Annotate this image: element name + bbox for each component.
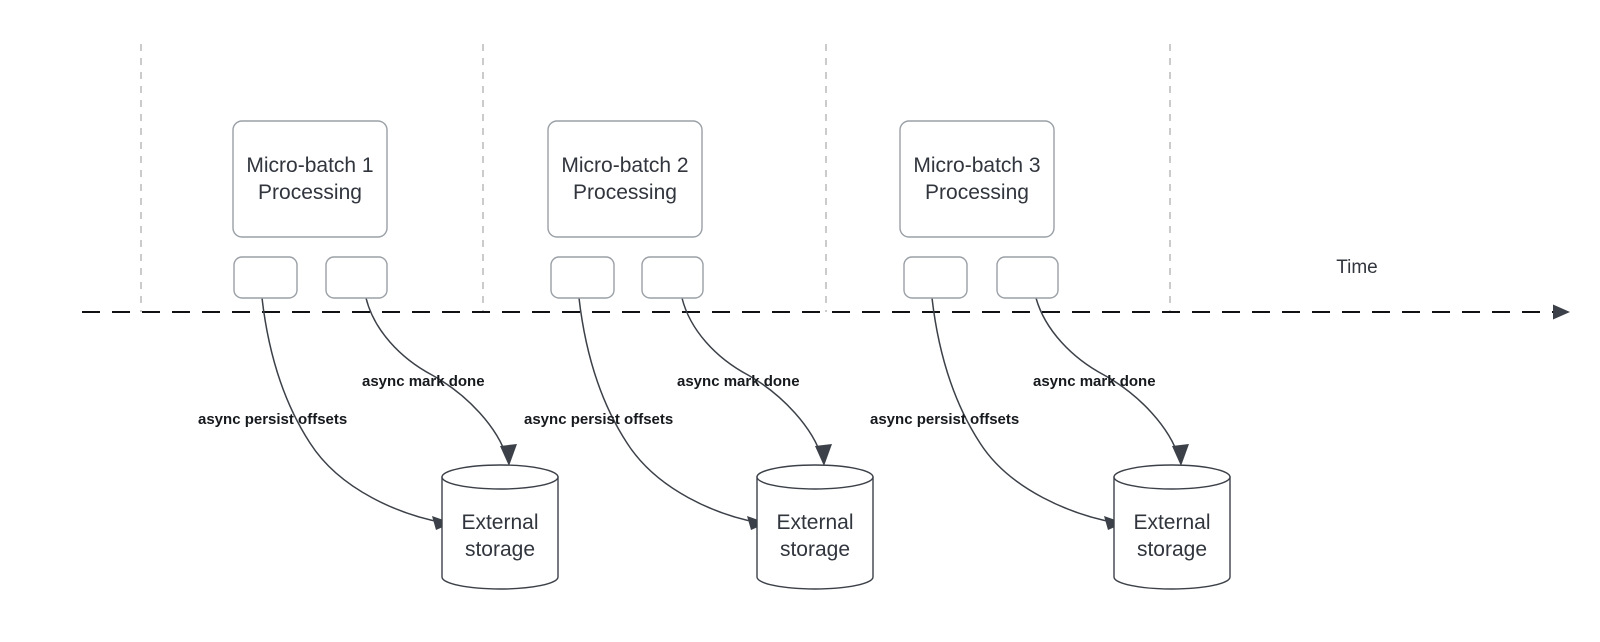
flow-edges-group bbox=[261, 297, 1189, 530]
micro-batch-label-line1: Micro-batch 2 bbox=[561, 154, 688, 177]
external-storage-cylinder[interactable] bbox=[1113, 476, 1231, 590]
async-mark-done-label: async mark done bbox=[677, 373, 800, 390]
async-mark-done-label: async mark done bbox=[1033, 373, 1156, 390]
async-persist-offsets-label: async persist offsets bbox=[870, 411, 1019, 428]
group-3-edges bbox=[931, 297, 1189, 530]
async-mark-done-arrowhead bbox=[815, 444, 832, 466]
async-persist-offsets-label: async persist offsets bbox=[198, 411, 347, 428]
external-storage-cylinder-top bbox=[756, 464, 874, 490]
external-storage-label-line2: storage bbox=[1137, 538, 1207, 561]
external-storage-cylinder[interactable] bbox=[756, 476, 874, 590]
micro-batch-box[interactable] bbox=[232, 120, 388, 238]
external-storage-label-line1: External bbox=[1133, 511, 1210, 534]
async-mark-done-curve bbox=[681, 297, 823, 459]
divider-lines-group bbox=[140, 44, 1171, 312]
time-axis-label: Time bbox=[1336, 257, 1378, 278]
mini-box-mark[interactable] bbox=[641, 256, 704, 299]
micro-batch-label-line1: Micro-batch 1 bbox=[246, 154, 373, 177]
external-storage-label-line1: External bbox=[776, 511, 853, 534]
group-1-edges bbox=[261, 297, 517, 530]
external-storage-cylinder-top bbox=[441, 464, 559, 490]
async-mark-done-arrowhead bbox=[1172, 444, 1189, 466]
mini-box-offsets[interactable] bbox=[903, 256, 968, 299]
async-persist-offsets-curve bbox=[578, 297, 761, 524]
mini-box-mark[interactable] bbox=[996, 256, 1059, 299]
async-persist-offsets-curve bbox=[261, 297, 446, 524]
micro-batch-label-line2: Processing bbox=[573, 181, 677, 204]
mini-box-offsets[interactable] bbox=[550, 256, 615, 299]
async-persist-offsets-label: async persist offsets bbox=[524, 411, 673, 428]
async-mark-done-curve bbox=[365, 297, 508, 459]
time-axis-arrowhead bbox=[1553, 304, 1570, 320]
mini-box-offsets[interactable] bbox=[233, 256, 298, 299]
external-storage-label-line2: storage bbox=[780, 538, 850, 561]
micro-batch-box[interactable] bbox=[547, 120, 703, 238]
external-storage-cylinder-top bbox=[1113, 464, 1231, 490]
external-storage-cylinder[interactable] bbox=[441, 476, 559, 590]
mini-box-mark[interactable] bbox=[325, 256, 388, 299]
async-mark-done-arrowhead bbox=[500, 444, 517, 466]
micro-batch-box[interactable] bbox=[899, 120, 1055, 238]
async-mark-done-curve bbox=[1035, 297, 1180, 459]
external-storage-label-line2: storage bbox=[465, 538, 535, 561]
micro-batch-label-line2: Processing bbox=[258, 181, 362, 204]
group-2-edges bbox=[578, 297, 832, 530]
edge-labels-group: async persist offsets async mark done asyn… bbox=[198, 373, 1156, 428]
nodes-group: Micro-batch 1ProcessingExternalstorageMi… bbox=[232, 120, 1231, 590]
micro-batch-label-line1: Micro-batch 3 bbox=[913, 154, 1040, 177]
external-storage-label-line1: External bbox=[461, 511, 538, 534]
timeline-axis-group bbox=[82, 304, 1570, 320]
micro-batch-label-line2: Processing bbox=[925, 181, 1029, 204]
async-persist-offsets-curve bbox=[931, 297, 1118, 524]
async-mark-done-label: async mark done bbox=[362, 373, 485, 390]
